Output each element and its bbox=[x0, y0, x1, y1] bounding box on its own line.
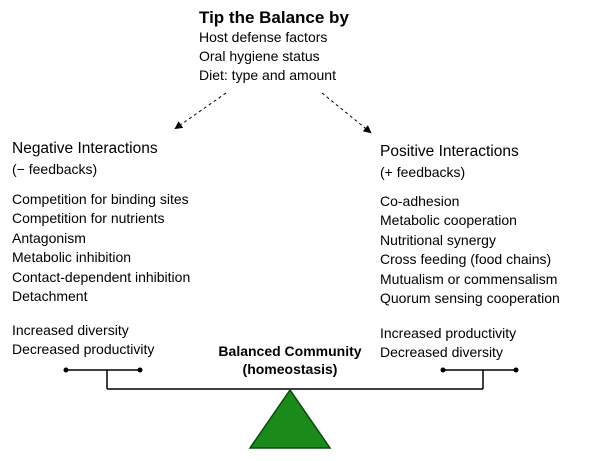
positive-subheading: (+ feedbacks) bbox=[380, 164, 466, 180]
negative-item: Metabolic inhibition bbox=[12, 249, 132, 266]
positive-item: Co-adhesion bbox=[380, 193, 460, 209]
negative-list: Competition for binding sites Competitio… bbox=[12, 190, 190, 306]
negative-item: Detachment bbox=[12, 288, 88, 305]
left-dashed-arrow bbox=[174, 92, 227, 130]
negative-outcome: Decreased productivity bbox=[12, 341, 155, 358]
right-pan-dot-outer bbox=[513, 367, 519, 373]
positive-item: Quorum sensing cooperation bbox=[380, 290, 560, 307]
positive-list: Co-adhesion Metabolic cooperation Nutrit… bbox=[380, 192, 560, 308]
left-pan-dot-inner bbox=[137, 367, 143, 373]
right-dashed-arrow bbox=[321, 92, 372, 134]
negative-outcomes: Increased diversity Decreased productivi… bbox=[12, 321, 154, 360]
negative-item: Antagonism bbox=[12, 229, 86, 246]
positive-item: Metabolic cooperation bbox=[380, 212, 517, 229]
positive-item: Nutritional synergy bbox=[380, 231, 496, 248]
positive-item: Mutualism or commensalism bbox=[380, 270, 558, 287]
left-pan-dot-outer bbox=[63, 367, 69, 373]
negative-subheading: (− feedbacks) bbox=[12, 161, 98, 177]
positive-heading: Positive Interactions bbox=[380, 143, 519, 160]
negative-heading: Negative Interactions bbox=[12, 140, 158, 157]
negative-item: Competition for nutrients bbox=[12, 210, 165, 227]
negative-outcome: Increased diversity bbox=[12, 322, 129, 338]
positive-outcome: Decreased diversity bbox=[380, 344, 503, 361]
negative-item: Competition for binding sites bbox=[12, 191, 189, 207]
factor-host-defense: Host defense factors bbox=[199, 29, 328, 45]
factor-diet: Diet: type and amount bbox=[199, 67, 336, 83]
balanced-community-title: Balanced Community bbox=[218, 343, 362, 359]
balanced-community-label: Balanced Community (homeostasis) bbox=[190, 342, 390, 378]
tip-balance-title: Tip the Balance by bbox=[199, 8, 349, 27]
right-pan-dot-inner bbox=[440, 367, 446, 373]
positive-outcomes: Increased productivity Decreased diversi… bbox=[380, 324, 516, 363]
negative-item: Contact-dependent inhibition bbox=[12, 268, 191, 285]
balanced-community-sublabel: (homeostasis) bbox=[242, 361, 338, 377]
factor-oral-hygiene: Oral hygiene status bbox=[199, 48, 320, 64]
positive-outcome: Increased productivity bbox=[380, 325, 517, 341]
fulcrum-triangle bbox=[248, 388, 332, 449]
positive-item: Cross feeding (food chains) bbox=[380, 251, 552, 268]
